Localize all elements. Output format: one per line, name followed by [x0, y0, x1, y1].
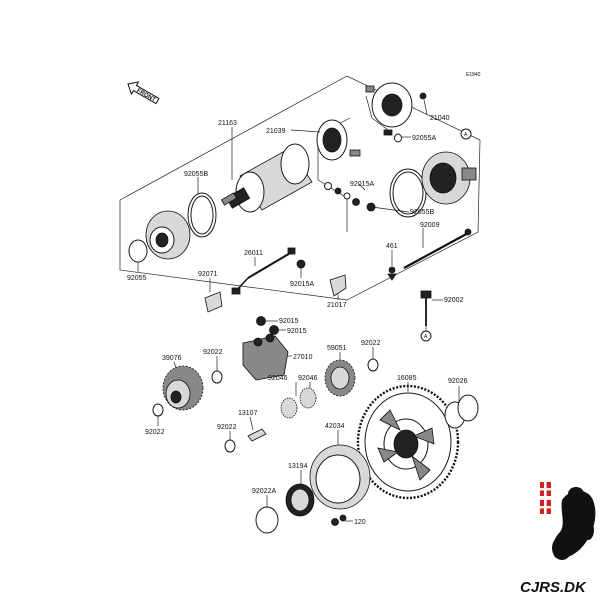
bolt-92002	[420, 290, 432, 331]
part-label: 92015	[287, 328, 307, 335]
part-label: 92055	[127, 275, 147, 282]
danish-flag-icon	[540, 482, 551, 514]
washer-92022-gear	[211, 370, 223, 384]
part-label: 92055B	[410, 209, 434, 216]
part-label: 92015A	[290, 281, 314, 288]
part-label: 92015A	[350, 181, 374, 188]
bolt-92009	[403, 231, 471, 269]
brush-plate-21040	[365, 82, 413, 136]
starter-cable-26011	[231, 247, 296, 295]
washer-92022-left	[152, 403, 164, 417]
clutch-housing-42034	[309, 444, 371, 510]
diagram-code: E1840	[466, 72, 481, 78]
idle-gear-39076	[162, 365, 204, 411]
motorcycle-rider-icon	[552, 487, 596, 560]
part-label: 21039	[266, 128, 286, 135]
brush-holder-21039	[316, 119, 361, 161]
starter-relay-27010	[242, 333, 289, 381]
leader-lines	[137, 99, 460, 522]
part-label: 42034	[325, 423, 345, 430]
part-label: 92046	[298, 375, 318, 382]
starter-motor-body	[220, 143, 313, 213]
needle-bearing-92046-a	[280, 397, 298, 419]
part-label: 92026	[448, 378, 468, 385]
part-label: 16085	[397, 375, 417, 382]
part-label: 59051	[327, 345, 347, 352]
part-label: 92055A	[412, 135, 436, 142]
cjrs-logo: CJRS.DK	[520, 482, 596, 596]
part-label: 92046	[268, 375, 288, 382]
boot-92071	[204, 291, 223, 313]
part-label: 21163	[218, 120, 237, 127]
front-arrow-icon: FRONT	[127, 81, 160, 105]
starter-rear-cover	[421, 151, 477, 205]
part-label: 92022	[361, 340, 381, 347]
nut-92015-upper	[256, 316, 266, 326]
o-ring-92055b-right-inner	[392, 171, 424, 215]
cap-21017	[329, 274, 347, 297]
part-labels: 21163 21039 21040 92055A 92055B 92015A 9…	[127, 115, 468, 526]
washer-set-92015a	[324, 182, 360, 206]
o-ring-92055a	[394, 133, 402, 143]
part-label: 21040	[430, 115, 450, 122]
part-label: 461	[386, 243, 398, 250]
part-label: 92022	[145, 429, 165, 436]
needle-bearing-92046-b	[299, 387, 317, 409]
ref-marker-a-top-label: A	[464, 132, 468, 138]
ref-marker-a-bottom-label: A	[424, 334, 428, 340]
fastener-461	[387, 266, 397, 281]
one-way-clutch-13194	[285, 483, 315, 517]
cover-subassembly-outline-lower	[317, 179, 348, 232]
nut-21040	[419, 92, 427, 100]
part-label: 39076	[162, 355, 182, 362]
logo-text: CJRS.DK	[520, 579, 587, 596]
part-label: 21017	[327, 302, 347, 309]
o-ring-92055b-inner	[190, 195, 214, 235]
part-label: 92015	[279, 318, 299, 325]
part-label: 120	[354, 519, 366, 526]
part-label: 27010	[293, 354, 313, 361]
part-label: 92002	[444, 297, 464, 304]
part-label: 13107	[238, 410, 258, 417]
nut-92015-lower	[269, 325, 279, 335]
washer-92026-b	[457, 394, 479, 422]
bolt-92009-head	[464, 228, 472, 236]
nut-92015a-cable	[296, 259, 306, 269]
washer-92022a	[255, 506, 279, 534]
starter-assembly-outline	[119, 75, 481, 301]
gear-59051	[324, 359, 356, 397]
washer-92022-right	[367, 358, 379, 372]
nut-92015a	[366, 202, 376, 212]
part-label: 92022A	[252, 488, 276, 495]
part-label: 92022	[203, 349, 223, 356]
part-label: 13194	[288, 463, 308, 470]
part-label: 92022	[217, 424, 237, 431]
part-label: 92055B	[184, 171, 208, 178]
part-label: 26011	[244, 250, 263, 257]
o-ring-92055	[128, 239, 148, 263]
part-label: 92071	[198, 271, 218, 278]
starter-front-cover	[145, 210, 191, 260]
ref-marker-a-top	[460, 128, 472, 140]
front-label: FRONT	[135, 88, 156, 104]
shaft-13107	[247, 428, 267, 442]
starter-clutch-gear-16085	[356, 384, 460, 500]
part-label: 92009	[420, 222, 440, 229]
washer-92022-shaft	[224, 439, 236, 453]
bolt-120	[331, 514, 347, 526]
